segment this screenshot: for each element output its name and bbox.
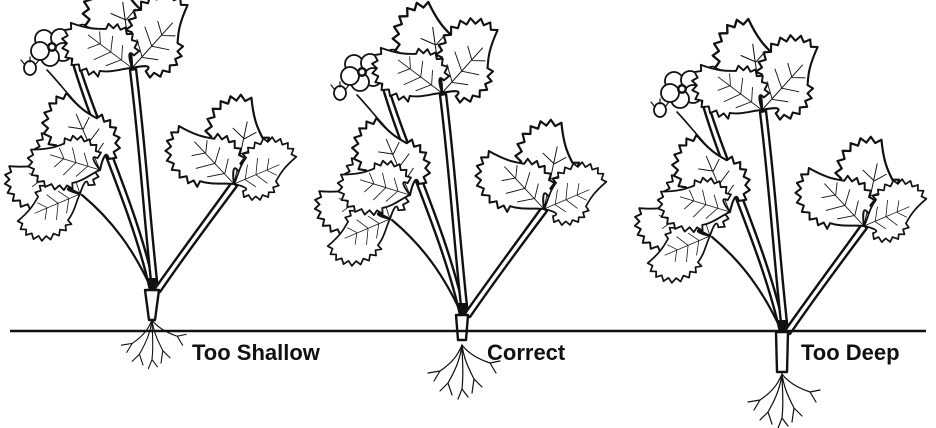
plant-correct — [307, 0, 618, 399]
label-too-deep: Too Deep — [801, 340, 900, 365]
plant-too-deep — [627, 12, 936, 428]
plant-too-shallow — [0, 0, 308, 369]
label-too-shallow: Too Shallow — [192, 340, 321, 365]
label-correct: Correct — [487, 340, 566, 365]
